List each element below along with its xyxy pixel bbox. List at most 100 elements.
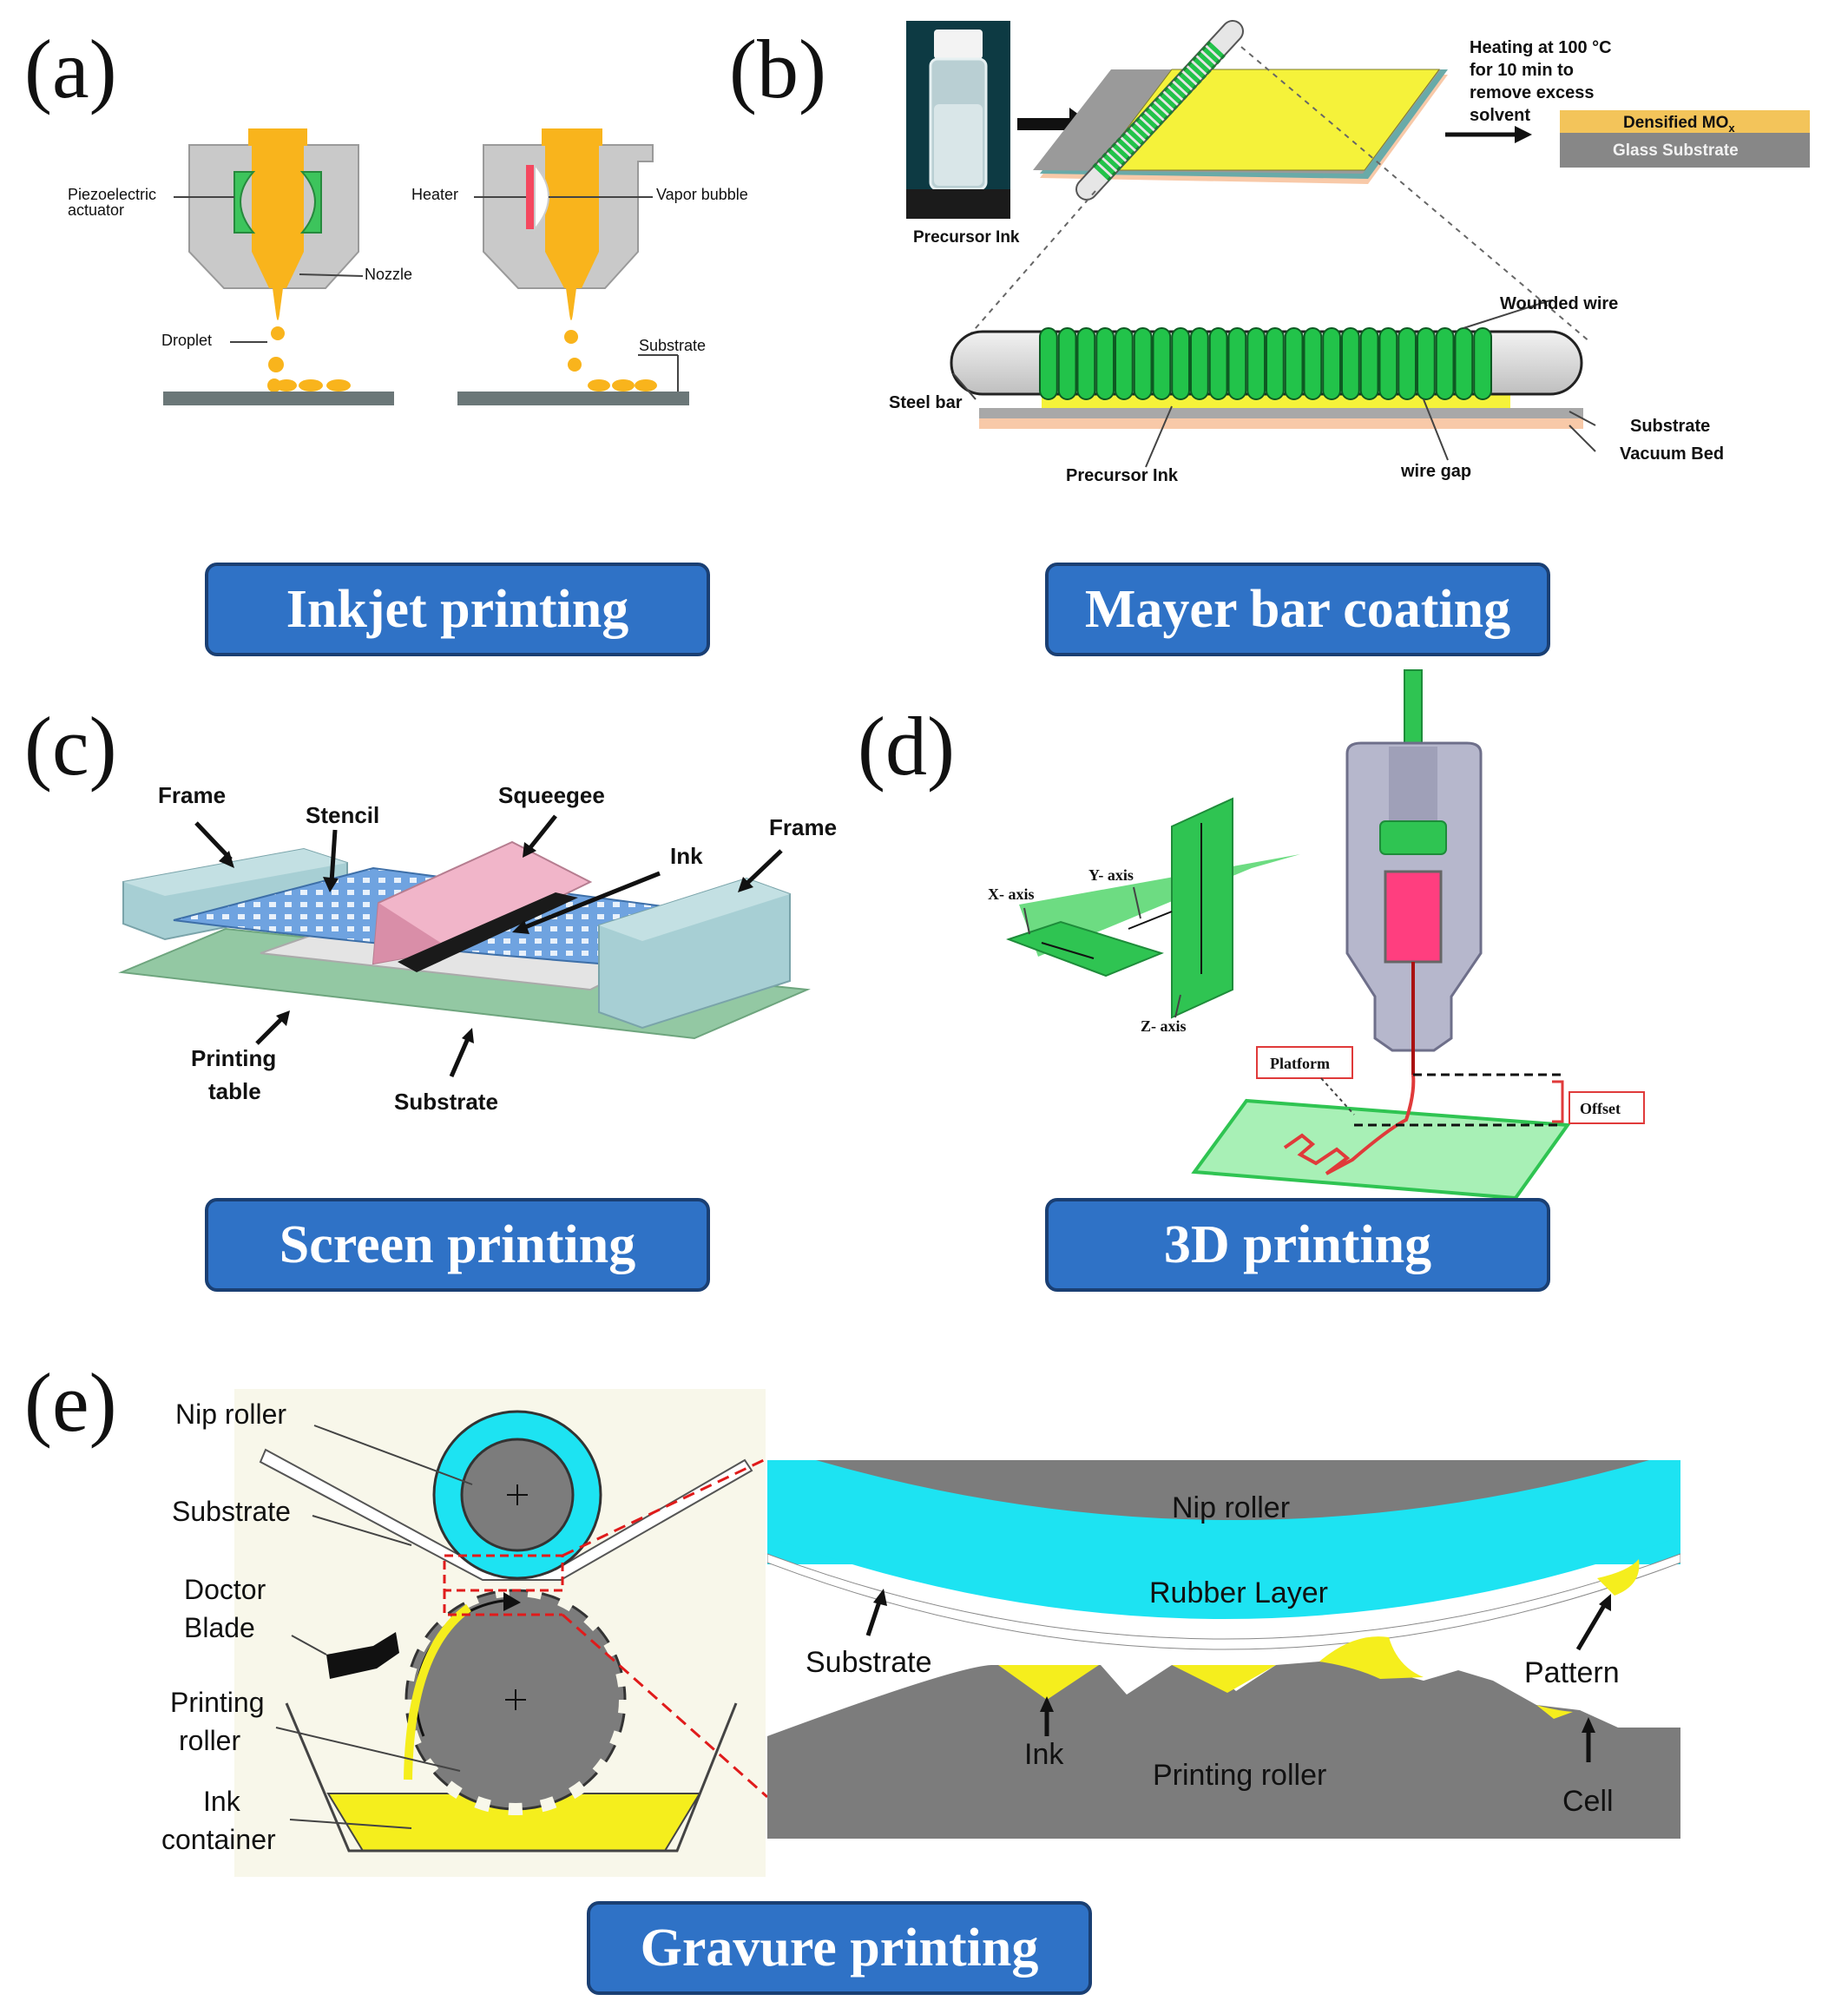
panel-a-tag: (a)	[24, 23, 117, 115]
wire-coil	[1417, 327, 1436, 400]
label-printing-table-1: Printing	[191, 1045, 276, 1071]
wire-coil	[1039, 327, 1058, 400]
substrate-plate-right	[457, 392, 689, 405]
wire-coil	[1246, 327, 1266, 400]
label-zoom-substrate: Substrate	[806, 1646, 932, 1679]
label-precursor-ink-bottom: Precursor Ink	[1066, 466, 1179, 485]
label-precursor-ink-top: Precursor Ink	[913, 228, 1020, 247]
button-3d-label: 3D printing	[1164, 1215, 1431, 1274]
label-platform: Platform	[1270, 1055, 1330, 1072]
wire-coil	[1208, 327, 1228, 400]
thermal-printhead	[457, 128, 689, 405]
label-substrate-a: Substrate	[639, 337, 706, 354]
wire-coil	[1076, 327, 1096, 400]
substrate-plate-left	[163, 392, 394, 405]
ink-reservoir-icon	[1384, 870, 1443, 964]
button-screen[interactable]: Screen printing	[205, 1198, 710, 1292]
label-squeegee: Squeegee	[498, 782, 605, 808]
panel-d-tag: (d)	[858, 700, 955, 793]
wire-coil	[1454, 327, 1474, 400]
panel-b-tag: (b)	[729, 23, 826, 115]
label-stencil: Stencil	[306, 802, 379, 828]
label-vapor-bubble: Vapor bubble	[656, 186, 748, 203]
wire-coil	[1359, 327, 1379, 400]
wire-coil	[1303, 327, 1323, 400]
wire-coil	[1266, 327, 1285, 400]
wire-coil	[1171, 327, 1190, 400]
label-frame-left: Frame	[158, 782, 226, 808]
label-heating-4: solvent	[1470, 106, 1530, 125]
droplet-icon	[271, 326, 285, 340]
ink-bead	[398, 892, 578, 972]
wire-coil	[1115, 327, 1134, 400]
label-steel-bar: Steel bar	[889, 393, 963, 412]
extruder-nozzle	[1345, 669, 1483, 1075]
build-platform	[1191, 1098, 1571, 1201]
panel-c-screen: (c) Frame Stencil Squeegee Ink Frame Pri…	[24, 700, 837, 1115]
button-screen-label: Screen printing	[280, 1215, 635, 1274]
label-zoom-nip-roller: Nip roller	[1172, 1491, 1290, 1524]
panel-e-gravure: (e) Nip r	[24, 1356, 1680, 1877]
wire-coil	[1152, 327, 1172, 400]
label-doctor-1: Doctor	[184, 1574, 266, 1605]
label-doctor-2: Blade	[184, 1612, 255, 1643]
label-offset: Offset	[1580, 1100, 1621, 1117]
panel-b-mayer: (b) Precursor Ink Heating at 100 °C	[729, 20, 1810, 485]
label-printing-roller-2: roller	[179, 1725, 240, 1756]
button-gravure[interactable]: Gravure printing	[587, 1901, 1092, 1995]
wire-coil	[1435, 327, 1455, 400]
label-piezo-2: actuator	[68, 201, 124, 219]
label-y-axis: Y- axis	[1088, 866, 1134, 884]
label-piezo-1: Piezoelectric	[68, 186, 156, 203]
label-pattern: Pattern	[1524, 1656, 1620, 1689]
label-cell: Cell	[1562, 1785, 1614, 1818]
label-printing-table-2: table	[208, 1078, 261, 1104]
label-wounded-wire: Wounded wire	[1500, 294, 1618, 313]
label-zoom-ink: Ink	[1024, 1738, 1064, 1771]
button-inkjet[interactable]: Inkjet printing	[205, 563, 710, 656]
zoom-nip-roller	[816, 1460, 1649, 1520]
label-nip-roller: Nip roller	[175, 1399, 286, 1430]
wire-coil	[1284, 327, 1304, 400]
doctor-blade-icon	[326, 1632, 399, 1679]
zoom-printing-roller	[767, 1662, 1680, 1839]
arrow-right-icon-2	[1515, 126, 1532, 143]
piezo-right-icon	[299, 171, 322, 234]
vapor-bubble-icon	[534, 162, 549, 232]
offset-label-box	[1568, 1091, 1645, 1124]
mayer-bar-zoom	[950, 327, 1583, 429]
label-heating-2: for 10 min to	[1470, 61, 1574, 80]
piezo-printhead	[163, 128, 394, 405]
wire-coil	[1341, 327, 1360, 400]
mayer-bar-small	[1075, 20, 1244, 201]
wire-coil	[1190, 327, 1209, 400]
button-gravure-label: Gravure printing	[641, 1919, 1039, 1978]
button-mayer[interactable]: Mayer bar coating	[1045, 563, 1550, 656]
precursor-vial-photo	[906, 21, 1010, 219]
label-frame-right: Frame	[769, 814, 837, 840]
button-mayer-label: Mayer bar coating	[1085, 580, 1510, 639]
heater-icon	[526, 165, 535, 229]
label-z-axis: Z- axis	[1141, 1017, 1187, 1035]
label-ink-container-1: Ink	[203, 1786, 241, 1817]
wire-coil	[1227, 327, 1247, 400]
piezo-left-icon	[233, 171, 256, 234]
wire-coil	[1133, 327, 1153, 400]
label-ink-container-2: container	[161, 1824, 276, 1855]
label-substrate-e: Substrate	[172, 1496, 291, 1527]
wound-wire-coils	[1039, 327, 1492, 400]
label-vacuum-bed: Vacuum Bed	[1620, 444, 1724, 464]
panel-c-tag: (c)	[24, 700, 117, 793]
panel-d-3d: (d) X- axis Y- axis Z- axis	[858, 669, 1645, 1201]
x-axis-plane	[1006, 920, 1164, 977]
panel-a-inkjet: (a)	[24, 23, 748, 405]
label-droplet: Droplet	[161, 332, 212, 349]
panel-e-tag: (e)	[24, 1356, 117, 1449]
label-substrate-b: Substrate	[1630, 417, 1710, 436]
label-ink-c: Ink	[670, 843, 703, 869]
label-nozzle: Nozzle	[365, 266, 412, 283]
button-3d[interactable]: 3D printing	[1045, 1198, 1550, 1292]
label-substrate-c: Substrate	[394, 1089, 498, 1115]
label-rubber-layer: Rubber Layer	[1149, 1576, 1328, 1609]
